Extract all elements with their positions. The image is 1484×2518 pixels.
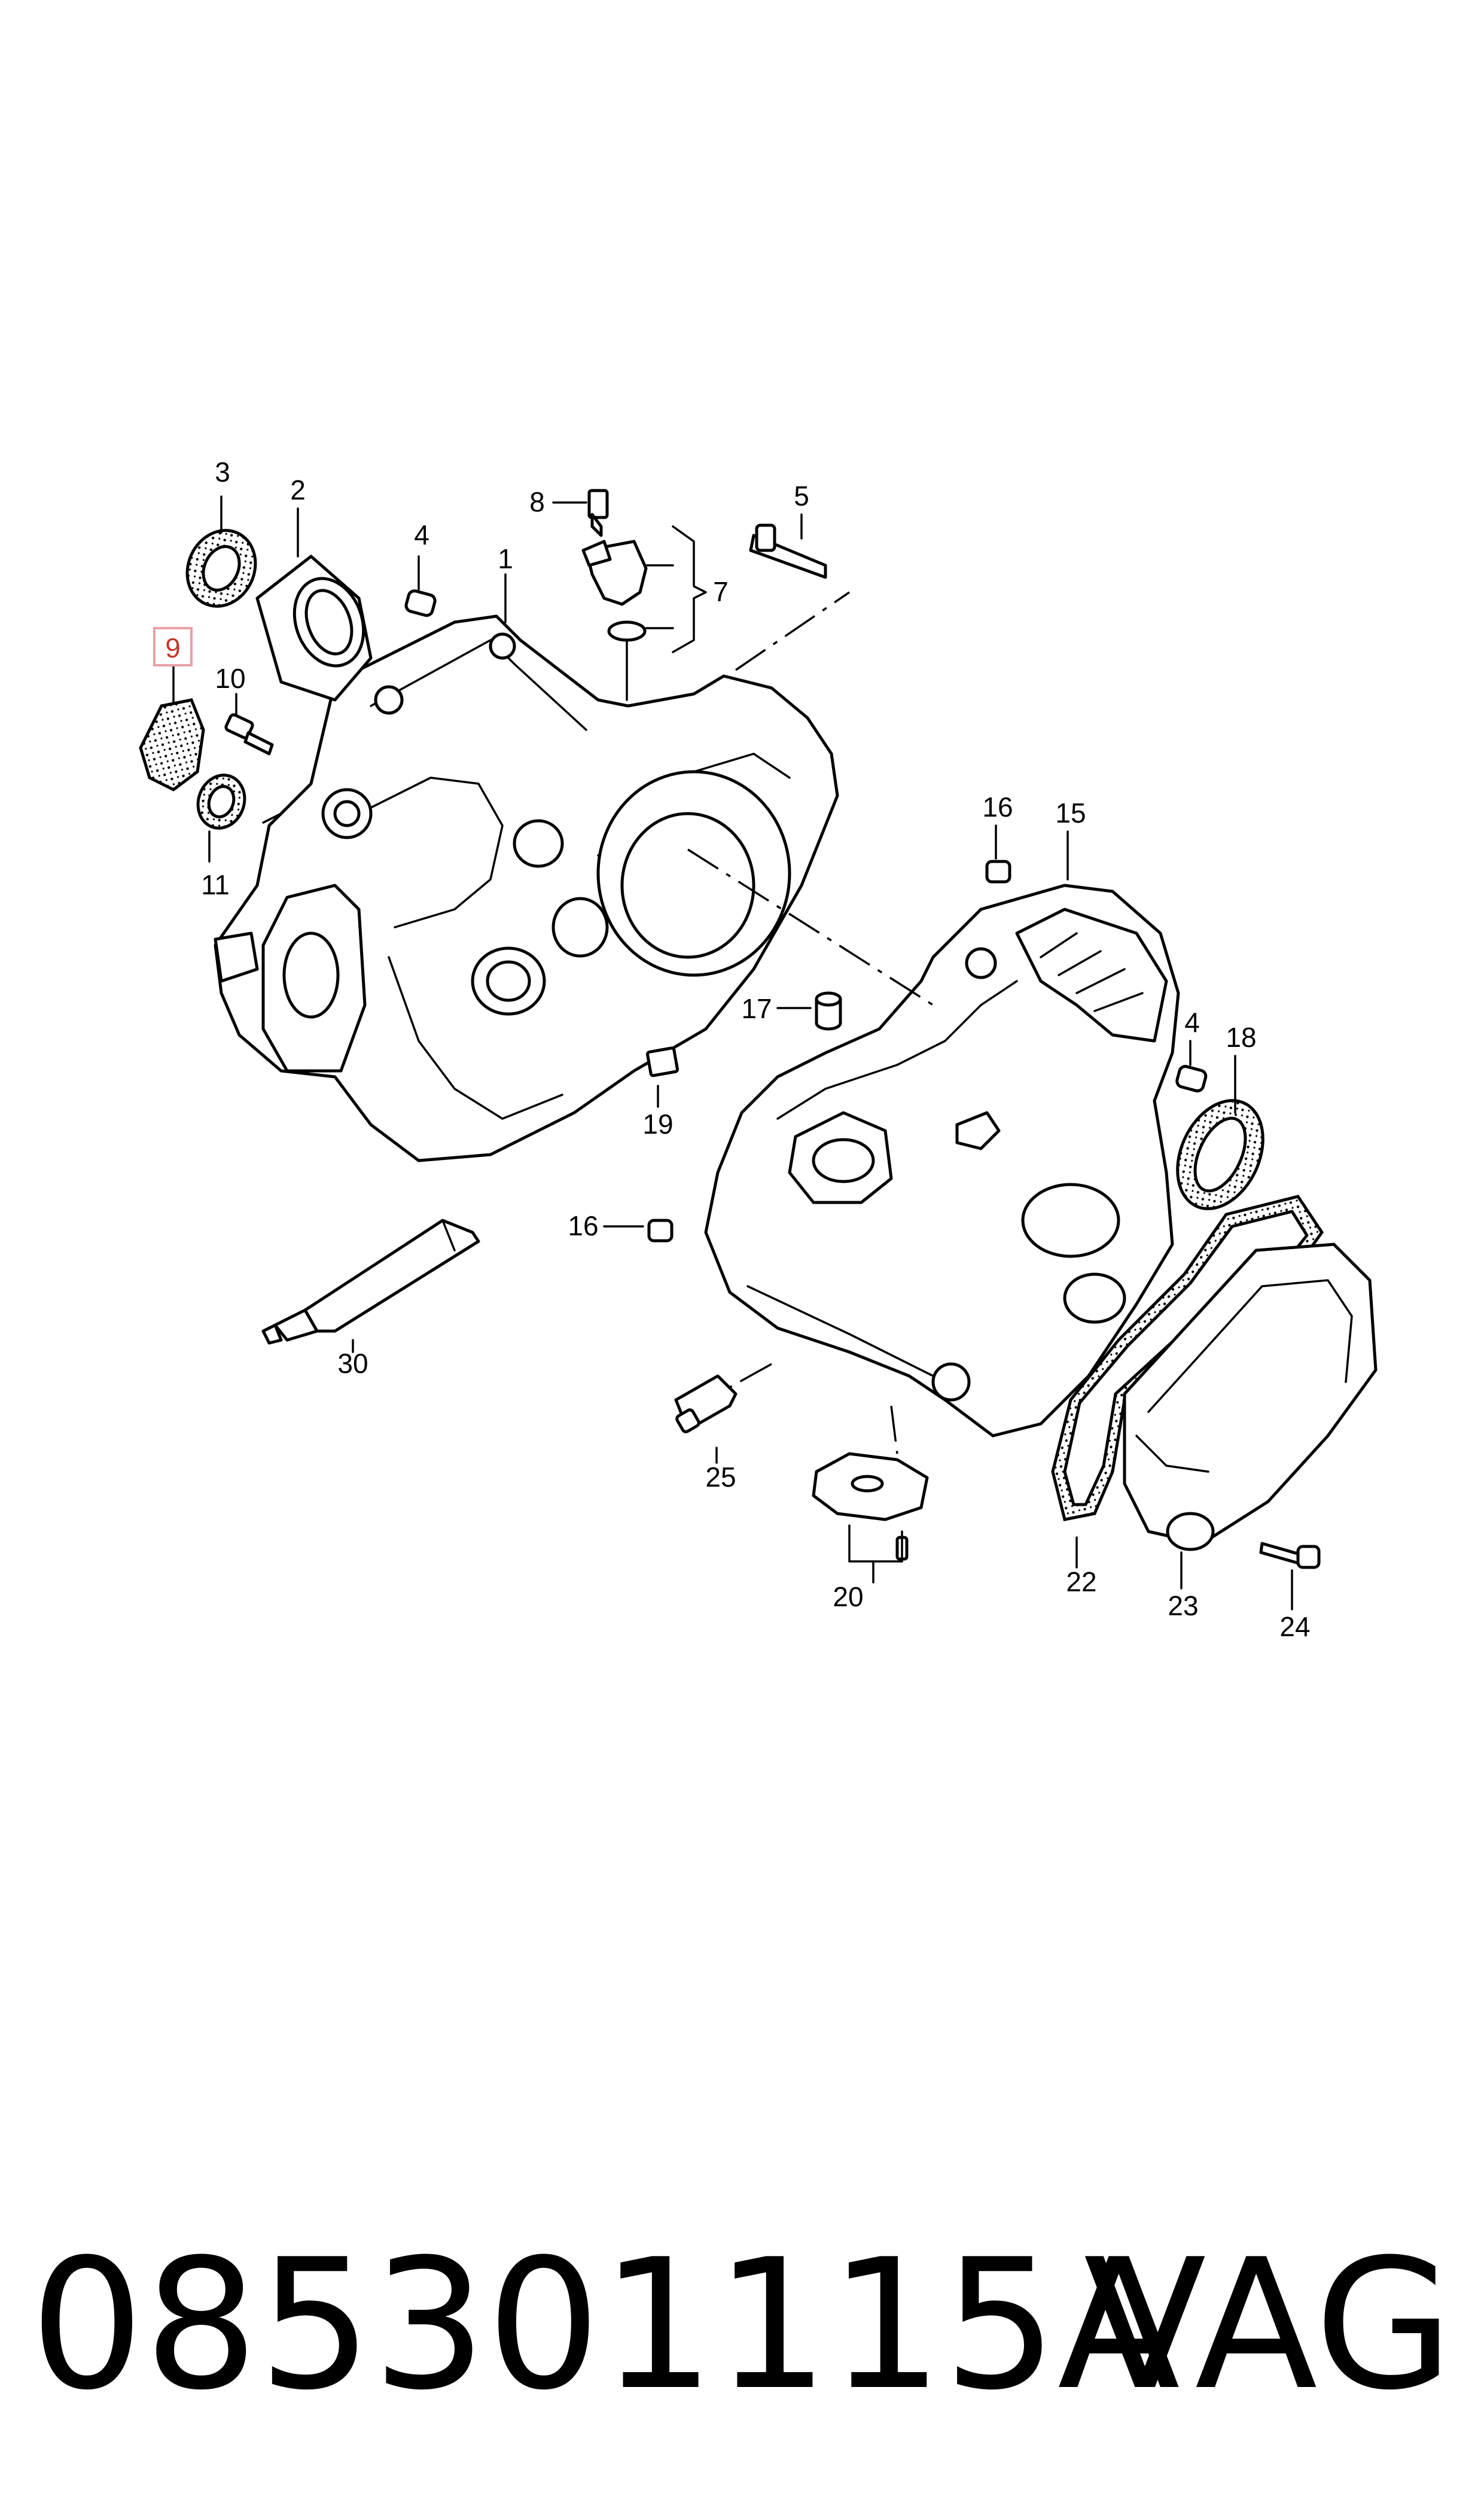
callout-20: 20 <box>833 1581 863 1612</box>
callout-11: 11 <box>201 869 230 900</box>
dowel-pin-part-4 <box>404 589 1208 1093</box>
sleeve-part-2 <box>255 555 373 702</box>
callout-18: 18 <box>1226 1022 1256 1053</box>
bolt-part-24 <box>1259 1542 1321 1569</box>
callout-3-label: 3 <box>215 456 230 488</box>
callout-16-top: 16 <box>982 791 1013 823</box>
callout-4: 4 <box>414 519 429 550</box>
seal-ring-part-18 <box>1176 1099 1264 1210</box>
callout-17: 17 <box>741 993 772 1024</box>
callout-labels: 2 3 4 1 5 8 7 9 10 11 16 15 17 4 18 19 1… <box>153 456 1311 1642</box>
callout-8: 8 <box>529 486 545 517</box>
seal-ring-part-3 <box>185 529 257 608</box>
callout-22: 22 <box>1066 1566 1096 1597</box>
cover-part-23 <box>1123 1243 1378 1551</box>
plug-part-16 <box>647 860 1011 1243</box>
sensor-part-7 <box>581 489 648 642</box>
callout-1: 1 <box>498 543 513 574</box>
seal-part-9 <box>139 698 205 791</box>
callout-15: 15 <box>1055 797 1086 829</box>
cylinder-part-17 <box>815 991 842 1031</box>
leader-lines <box>172 495 1293 1610</box>
bolt-part-10 <box>224 713 274 756</box>
callout-9-highlight <box>153 627 193 666</box>
seal-ring-part-11 <box>196 774 246 830</box>
callout-23: 23 <box>1168 1590 1198 1621</box>
callout-19: 19 <box>642 1109 673 1140</box>
part-number: 085301115A <box>30 2221 1181 2429</box>
callout-2: 2 <box>290 474 306 506</box>
callout-10: 10 <box>215 663 245 694</box>
callout-4-right: 4 <box>1184 1007 1200 1038</box>
callout-9: 9 <box>165 632 181 663</box>
callout-16-bottom: 16 <box>568 1210 598 1241</box>
bracket-part-20 <box>812 1452 929 1563</box>
bolt-part-5 <box>749 523 827 579</box>
block-part-19 <box>645 1046 679 1077</box>
sealant-tube-part-30 <box>261 1219 480 1345</box>
brand-name: VAG <box>1084 2221 1453 2429</box>
callout-30: 30 <box>337 1348 368 1379</box>
sensor-part-25 <box>674 1374 738 1433</box>
callout-24: 24 <box>1279 1611 1310 1642</box>
gearbox-housing-part-15 <box>704 884 1180 1438</box>
callout-7: 7 <box>713 576 729 607</box>
footer: 085301115A VAG <box>30 2221 1453 2429</box>
callout-5: 5 <box>794 480 809 511</box>
assembly-lines <box>687 591 934 1454</box>
callout-25: 25 <box>705 1462 736 1493</box>
gearbox-housing-part-1 <box>214 614 839 1162</box>
